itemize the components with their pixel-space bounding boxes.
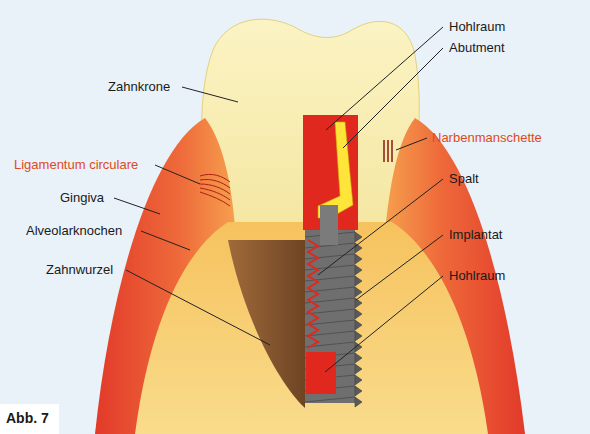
scar-cuff-label: Narbenmanschette xyxy=(432,130,542,145)
crown-label: Zahnkrone xyxy=(108,79,170,94)
root-label: Zahnwurzel xyxy=(46,262,113,277)
gap-label: Spalt xyxy=(449,171,479,186)
gingiva-label: Gingiva xyxy=(60,190,104,205)
abutment-label: Abutment xyxy=(449,40,505,55)
ligament-label: Ligamentum circulare xyxy=(14,157,138,172)
figure-caption: Abb. 7 xyxy=(0,404,59,434)
implant-label: Implantat xyxy=(449,227,502,242)
cavity-label: Hohlraum xyxy=(449,19,505,34)
cavity-label: Hohlraum xyxy=(449,268,505,283)
bone-label: Alveolarknochen xyxy=(26,223,122,238)
